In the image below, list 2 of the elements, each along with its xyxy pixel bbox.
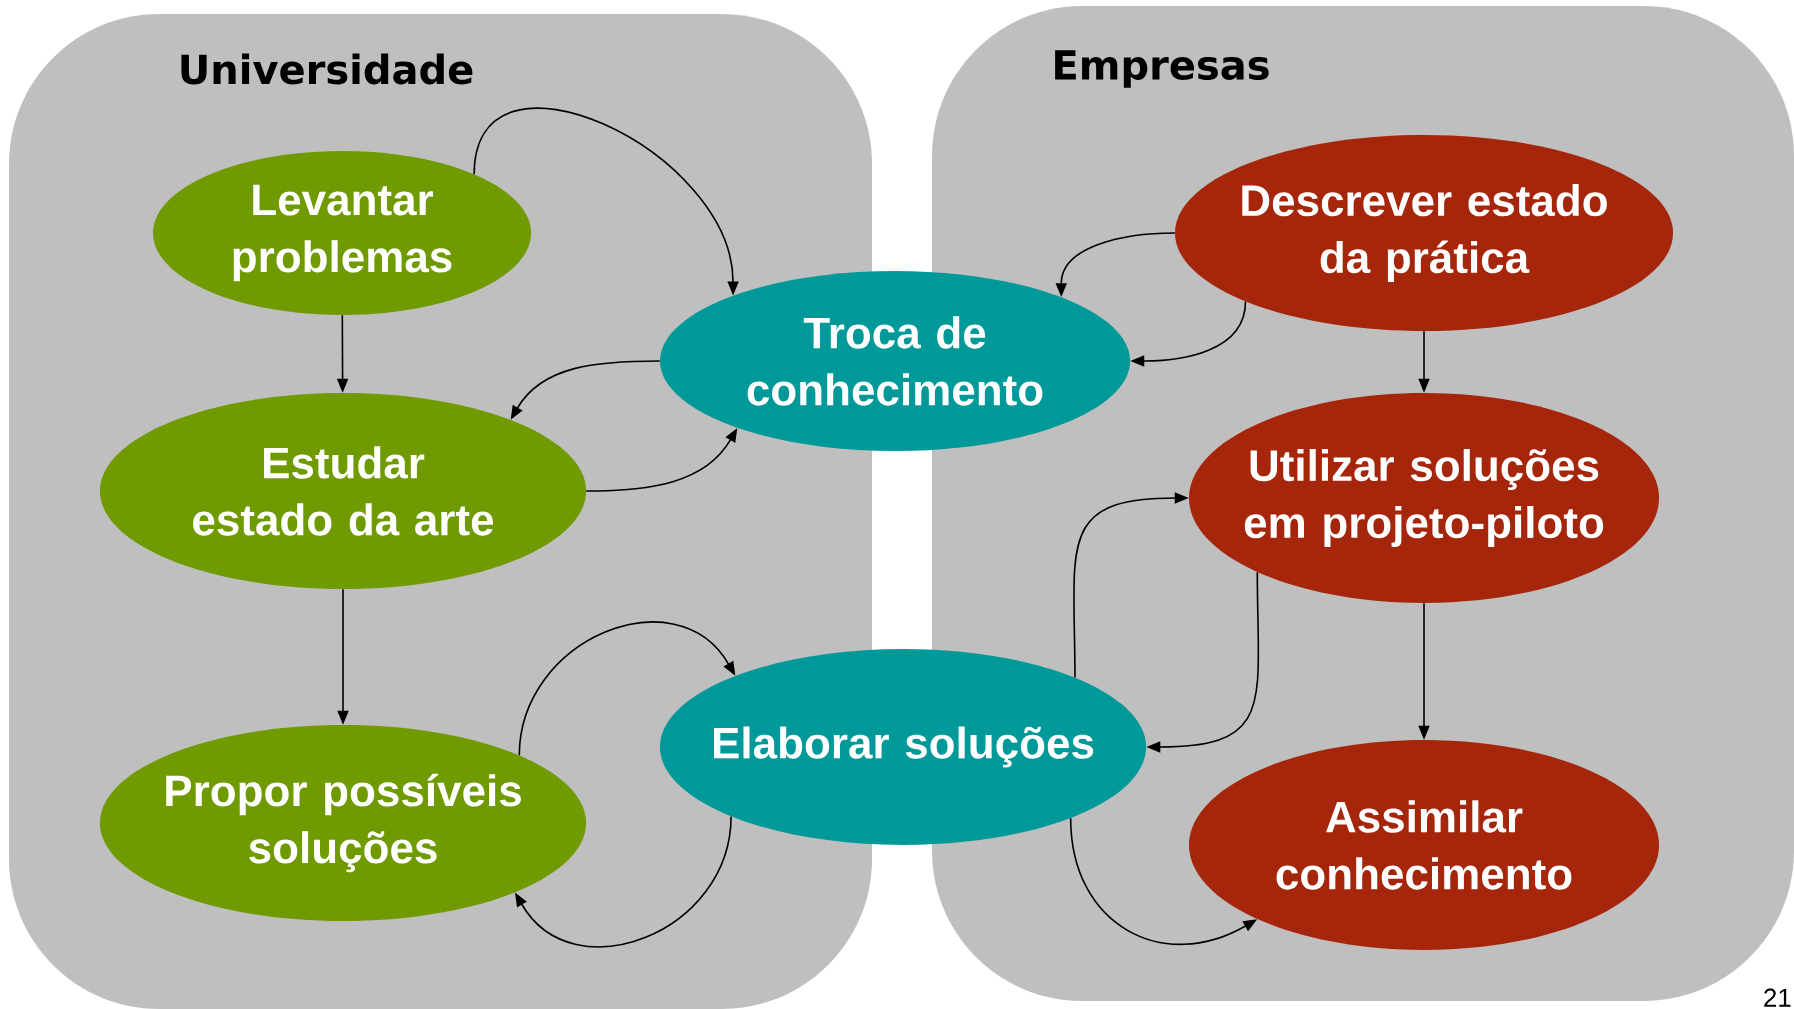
- arrow: [518, 621, 736, 757]
- arrow: [515, 815, 732, 948]
